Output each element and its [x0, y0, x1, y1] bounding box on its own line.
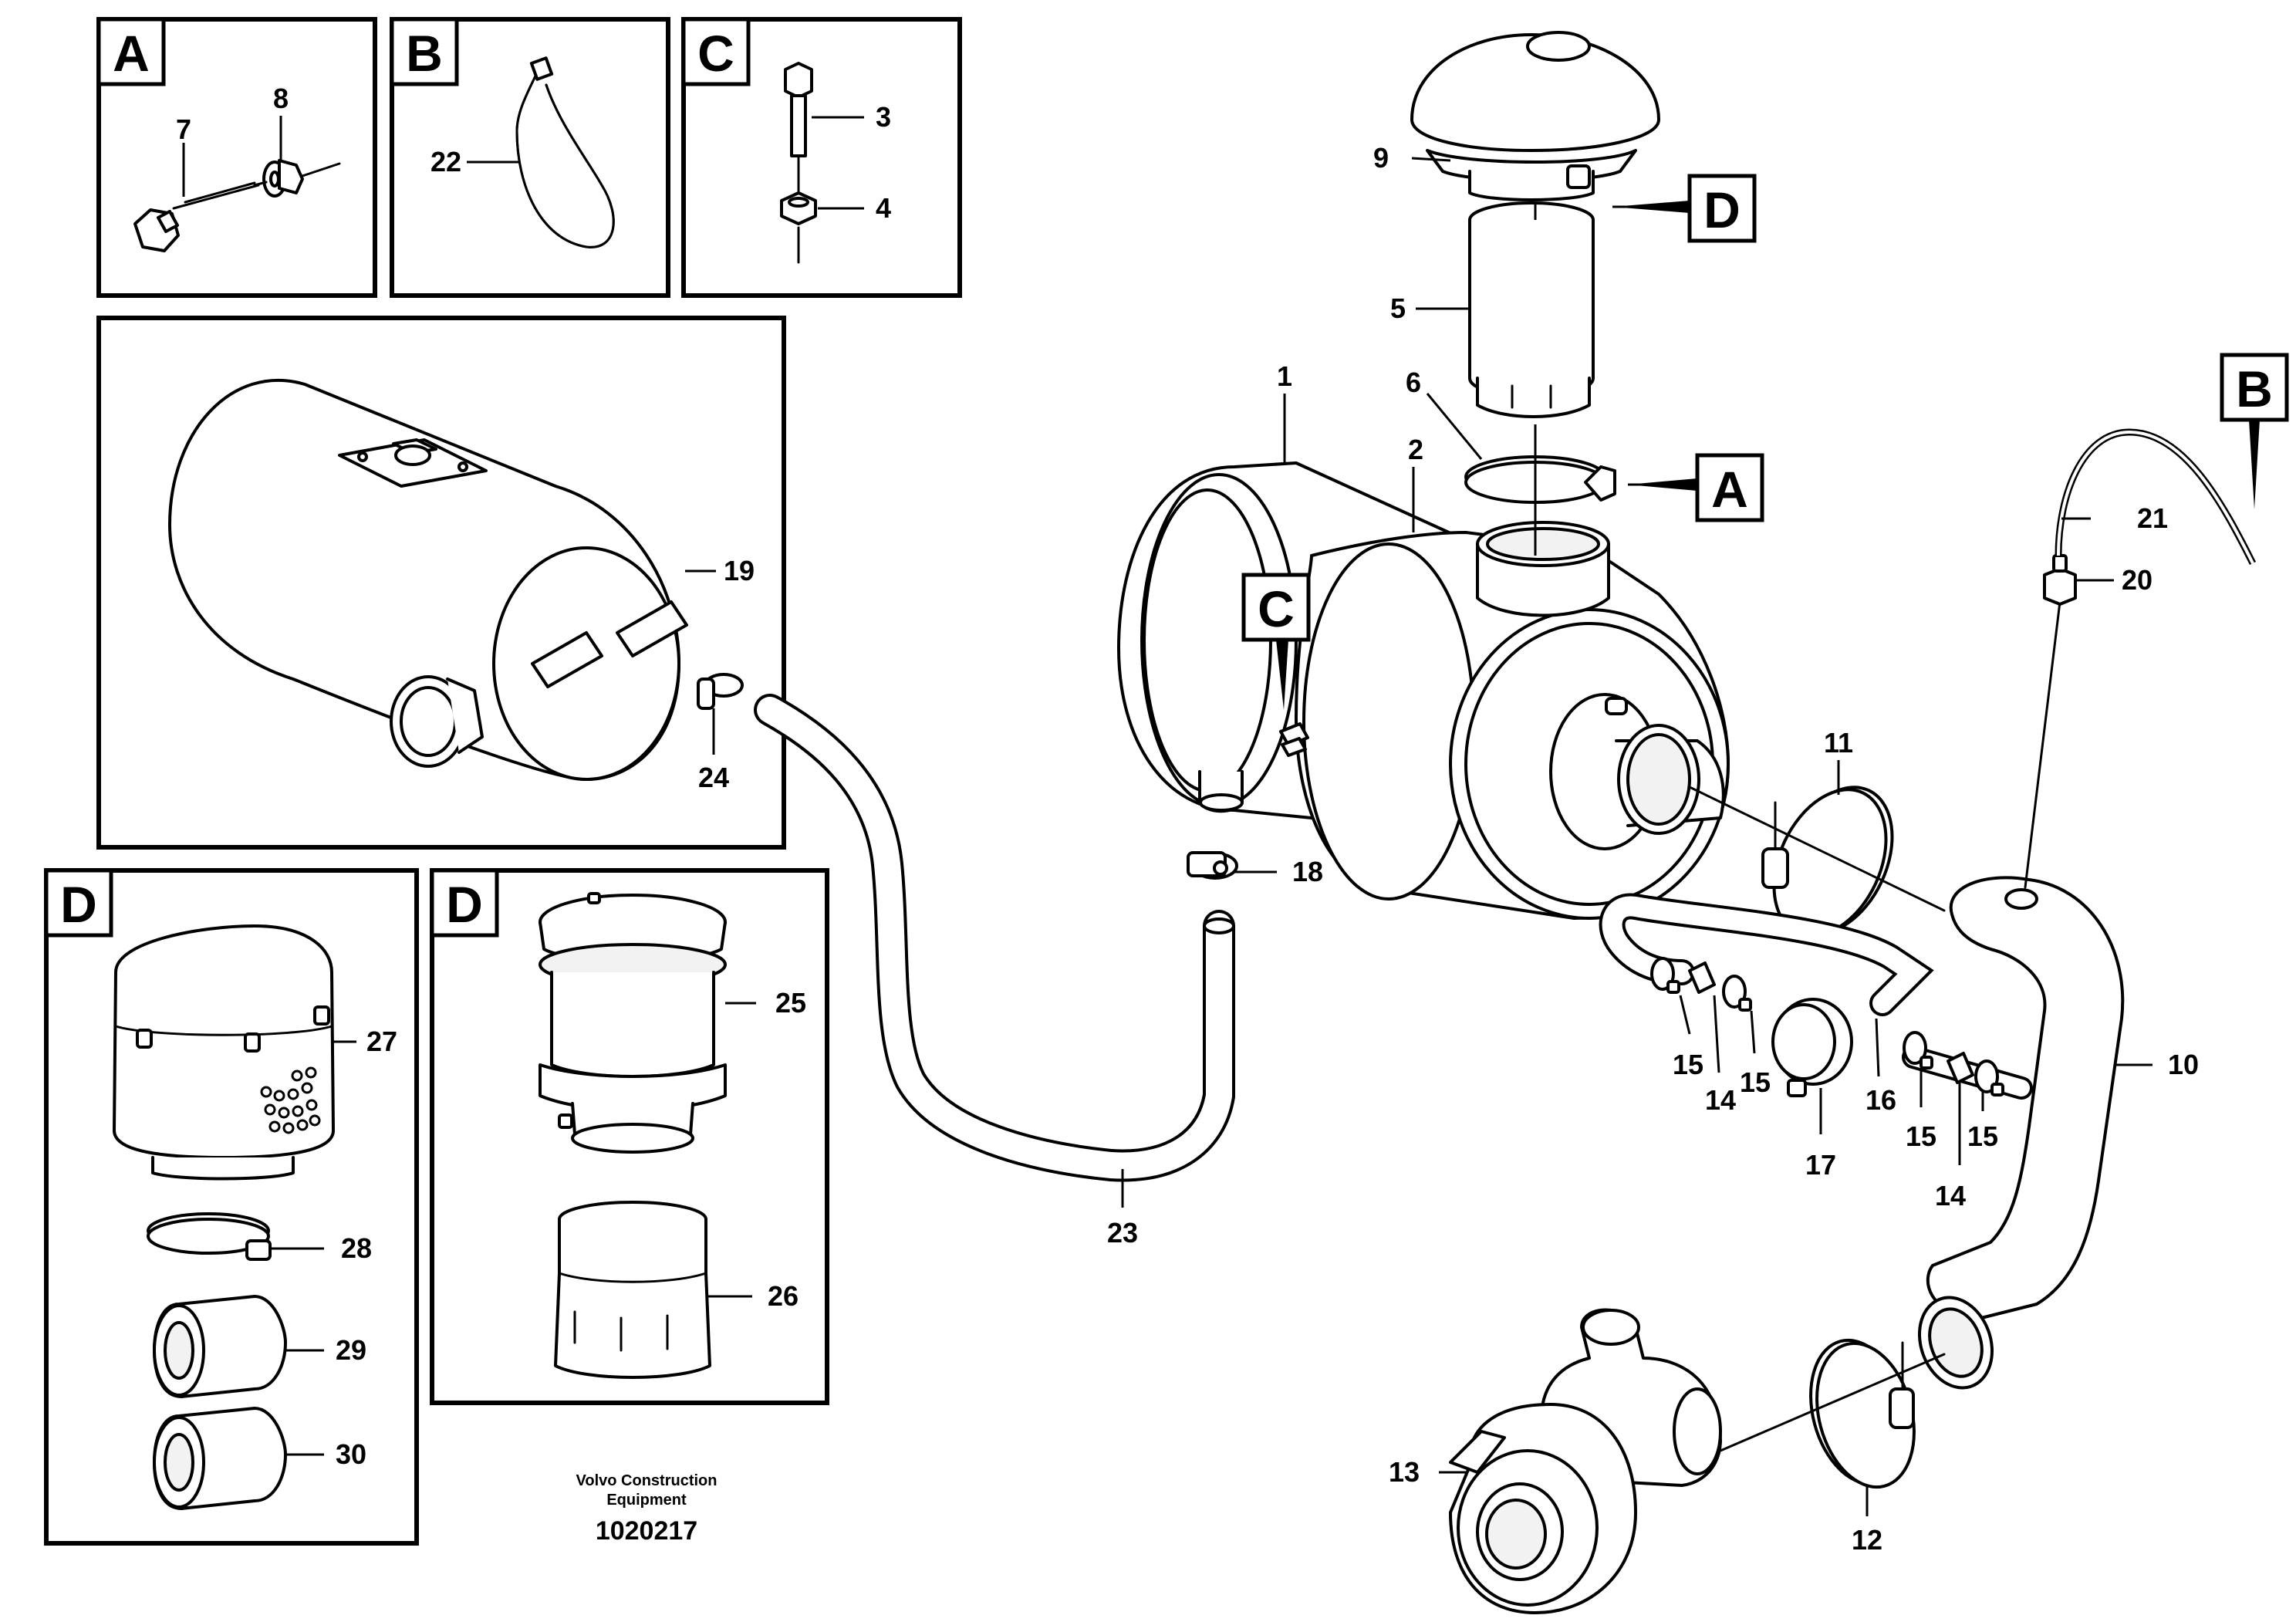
callout-3: 3 — [876, 101, 891, 133]
sleeve-part-14-left — [1688, 961, 1716, 994]
hose-clamp-part-24 — [697, 673, 744, 710]
detail-box-d2-letter: D — [446, 876, 483, 933]
footer-company-line-2: Equipment — [606, 1492, 687, 1509]
callout-15-d: 15 — [1967, 1120, 1998, 1152]
callout-24: 24 — [698, 762, 729, 793]
detail-box-a: A 7 8 — [96, 17, 377, 298]
callout-25: 25 — [775, 987, 806, 1019]
hose-clamp-part-12 — [1809, 1338, 1916, 1489]
sensor-part-20 — [2043, 554, 2077, 606]
callout-11: 11 — [1824, 727, 1853, 759]
callout-15-a: 15 — [1673, 1049, 1703, 1080]
footer-company-line-1: Volvo Construction — [576, 1472, 718, 1489]
hose-clamp-part-18 — [1187, 851, 1238, 880]
detail-box-part-19: 19 24 — [96, 316, 786, 850]
turbocharger-part-13 — [1449, 1308, 1722, 1614]
callout-23: 23 — [1107, 1217, 1138, 1249]
cyclone-part-25 — [539, 892, 727, 1154]
adapter-part-29 — [153, 1295, 287, 1398]
clamp-part-6 — [1464, 455, 1616, 504]
callout-18: 18 — [1292, 856, 1323, 887]
detail-box-d-precleaner: D 27 28 2 — [44, 868, 419, 1546]
detail-box-c: C 3 4 — [681, 17, 962, 298]
restriction-indicator-part-17 — [1771, 998, 1853, 1097]
callout-14-b: 14 — [1935, 1180, 1966, 1211]
callout-13: 13 — [1389, 1456, 1420, 1488]
callout-26: 26 — [768, 1280, 799, 1312]
callout-17: 17 — [1805, 1149, 1836, 1181]
hose-clamp-part-28 — [147, 1212, 272, 1261]
cable-part-21 — [2055, 428, 2257, 566]
callout-20: 20 — [2122, 564, 2152, 596]
callout-9: 9 — [1373, 142, 1389, 174]
footer-drawing-number: 1020217 — [596, 1516, 697, 1546]
callout-28: 28 — [341, 1232, 372, 1264]
callout-27: 27 — [366, 1026, 397, 1057]
callout-19: 19 — [724, 555, 755, 586]
reference-b: B — [2236, 360, 2273, 417]
reference-a: A — [1711, 461, 1748, 518]
callout-15-b: 15 — [1740, 1066, 1771, 1098]
callout-14-a: 14 — [1705, 1084, 1736, 1116]
detail-box-b-letter: B — [406, 25, 443, 82]
callout-30: 30 — [336, 1438, 366, 1470]
detail-box-d-cyclone: D 25 26 — [430, 868, 829, 1405]
callout-15-c: 15 — [1906, 1120, 1936, 1152]
adapter-part-30 — [153, 1407, 287, 1510]
clip-part-15-group — [1650, 957, 2004, 1097]
adapter-part-26 — [554, 1201, 711, 1379]
detail-box-a-letter: A — [113, 25, 150, 82]
flange-bolt-part-7 — [133, 181, 260, 252]
detail-box-c-letter: C — [697, 25, 734, 82]
detail-box-d1-letter: D — [60, 876, 97, 933]
nut-part-4 — [780, 191, 817, 264]
rain-cap-part-9 — [1410, 31, 1660, 201]
washer-part-8 — [253, 159, 341, 198]
canister-part-19 — [168, 378, 688, 781]
precleaner-part-27 — [113, 924, 335, 1181]
callout-29: 29 — [336, 1334, 366, 1366]
reference-d: D — [1703, 181, 1741, 238]
detail-box-b: B 22 — [390, 17, 670, 298]
callout-4: 4 — [876, 192, 891, 224]
callout-8: 8 — [273, 83, 289, 114]
cable-tie-part-22 — [515, 56, 615, 248]
callout-12: 12 — [1852, 1524, 1882, 1556]
callout-2: 2 — [1408, 434, 1423, 465]
callout-22: 22 — [430, 146, 461, 177]
reference-c: C — [1258, 580, 1295, 637]
callout-6: 6 — [1406, 367, 1421, 398]
callout-21: 21 — [2137, 502, 2168, 534]
sleeve-part-14-right — [1947, 1052, 1974, 1084]
callout-1: 1 — [1277, 360, 1292, 392]
callout-16: 16 — [1866, 1084, 1896, 1116]
elbow-hose-part-10 — [1917, 876, 2125, 1390]
tube-part-5 — [1468, 201, 1595, 418]
hose-part-23 — [754, 694, 1235, 1182]
air-filter-housing-part-2 — [1279, 521, 1730, 920]
bolt-part-3 — [784, 62, 813, 194]
callout-7: 7 — [176, 113, 191, 145]
callout-5: 5 — [1390, 292, 1406, 324]
callout-10: 10 — [2168, 1049, 2199, 1080]
